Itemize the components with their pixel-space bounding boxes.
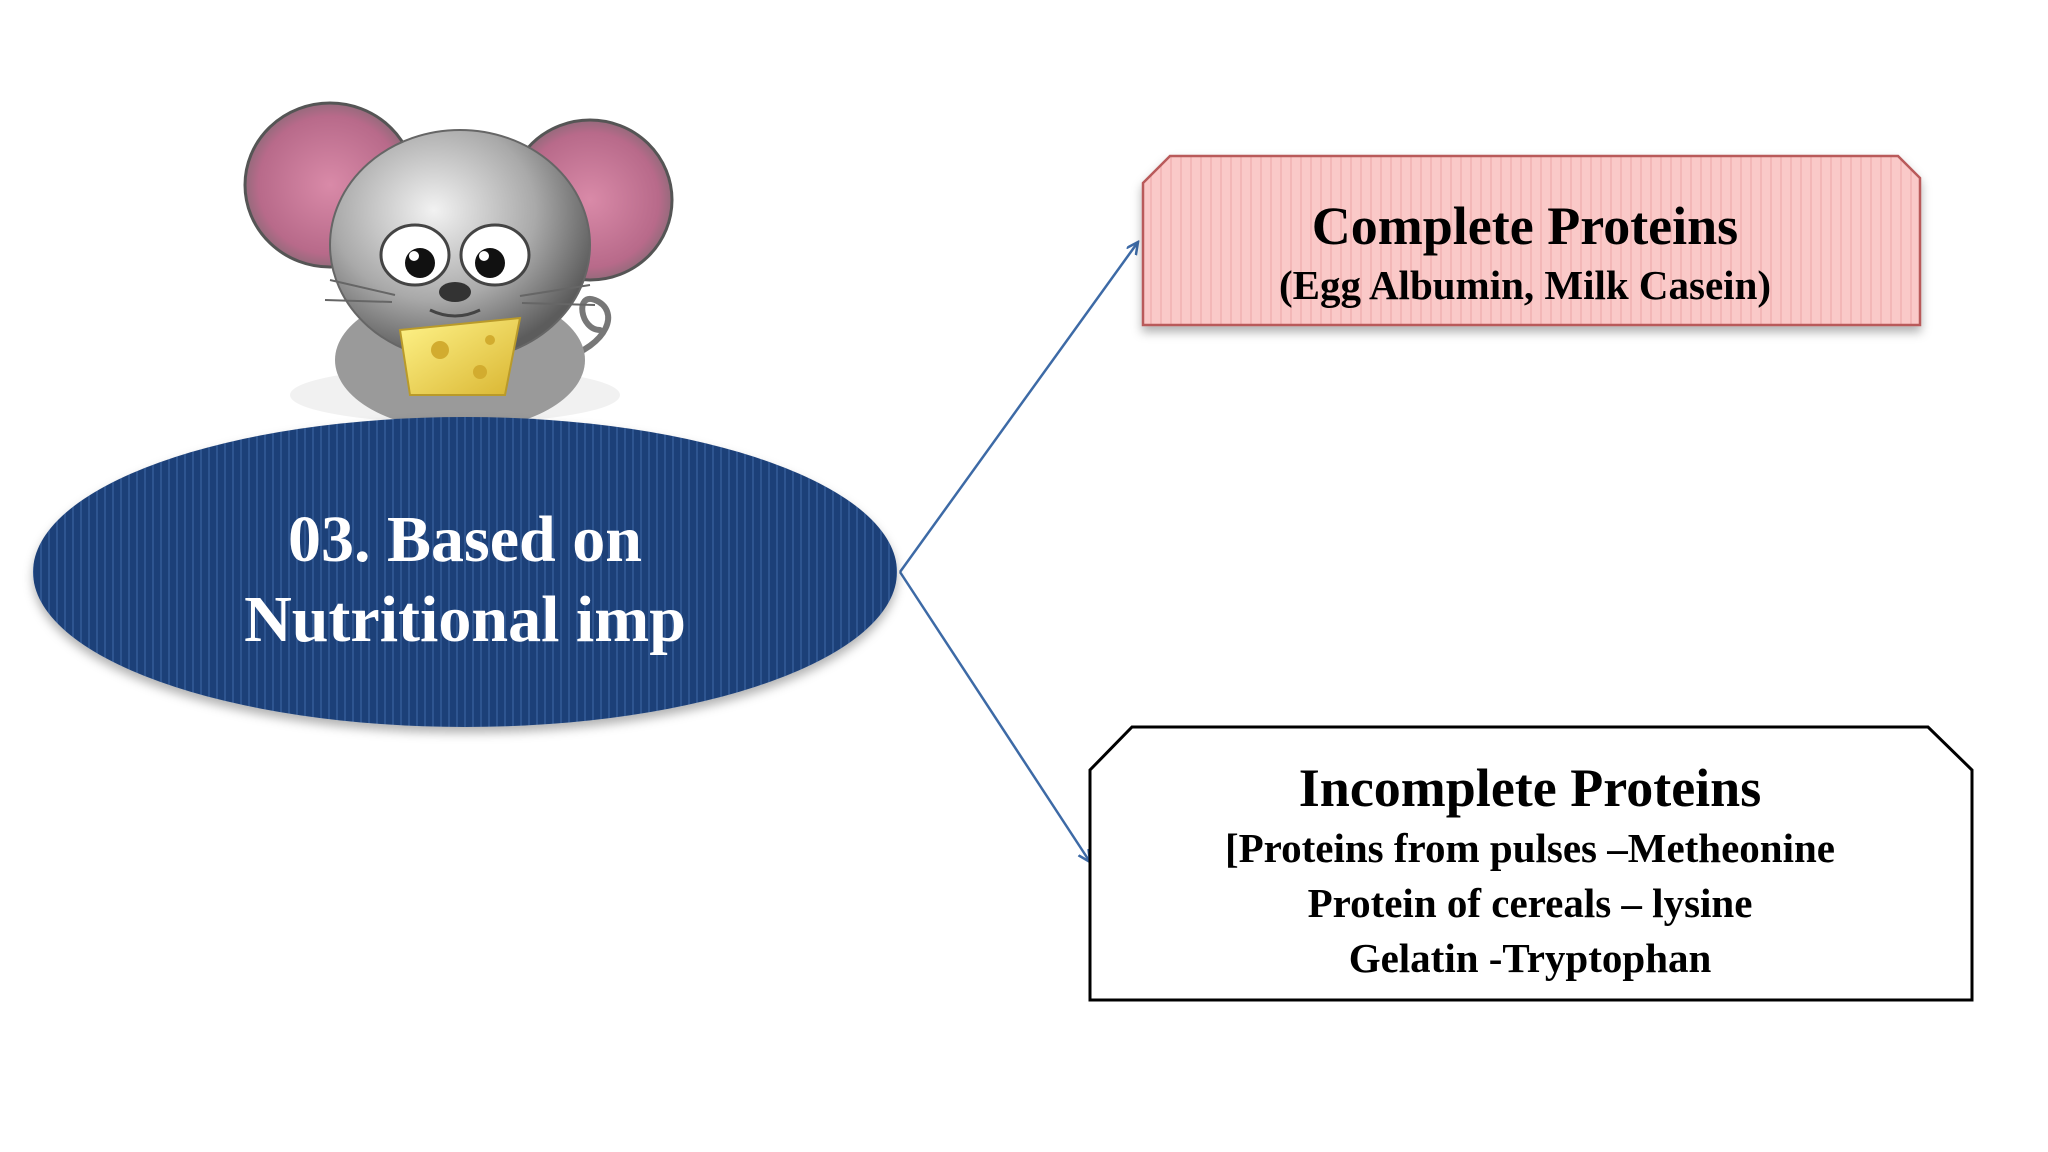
incomplete-proteins-box (1088, 725, 1974, 1002)
complete-proteins-box (1141, 154, 1922, 327)
center-label-line-1: 03. Based on (288, 503, 642, 576)
arrow-to-incomplete (898, 571, 1090, 862)
center-label: 03. Based on Nutritional imp (60, 470, 870, 690)
mouse-with-cheese-icon (243, 101, 674, 430)
complete-proteins-label: Complete Proteins (Egg Albumin, Milk Cas… (1140, 180, 1910, 325)
complete-proteins-title: Complete Proteins (1311, 195, 1739, 256)
complete-proteins-examples: (Egg Albumin, Milk Casein) (1278, 261, 1772, 308)
center-ellipse (33, 417, 897, 727)
incomplete-proteins-title: Incomplete Proteins (1298, 757, 1762, 818)
arrow-to-complete (898, 242, 1138, 573)
incomplete-proteins-label: Incomplete Proteins [Proteins from pulse… (1090, 750, 1970, 990)
incomplete-proteins-line-3: Gelatin -Tryptophan (1348, 934, 1712, 981)
center-label-line-2: Nutritional imp (244, 583, 686, 656)
incomplete-proteins-line-2: Protein of cereals – lysine (1307, 879, 1753, 926)
incomplete-proteins-line-1: [Proteins from pulses –Metheonine (1224, 824, 1835, 871)
